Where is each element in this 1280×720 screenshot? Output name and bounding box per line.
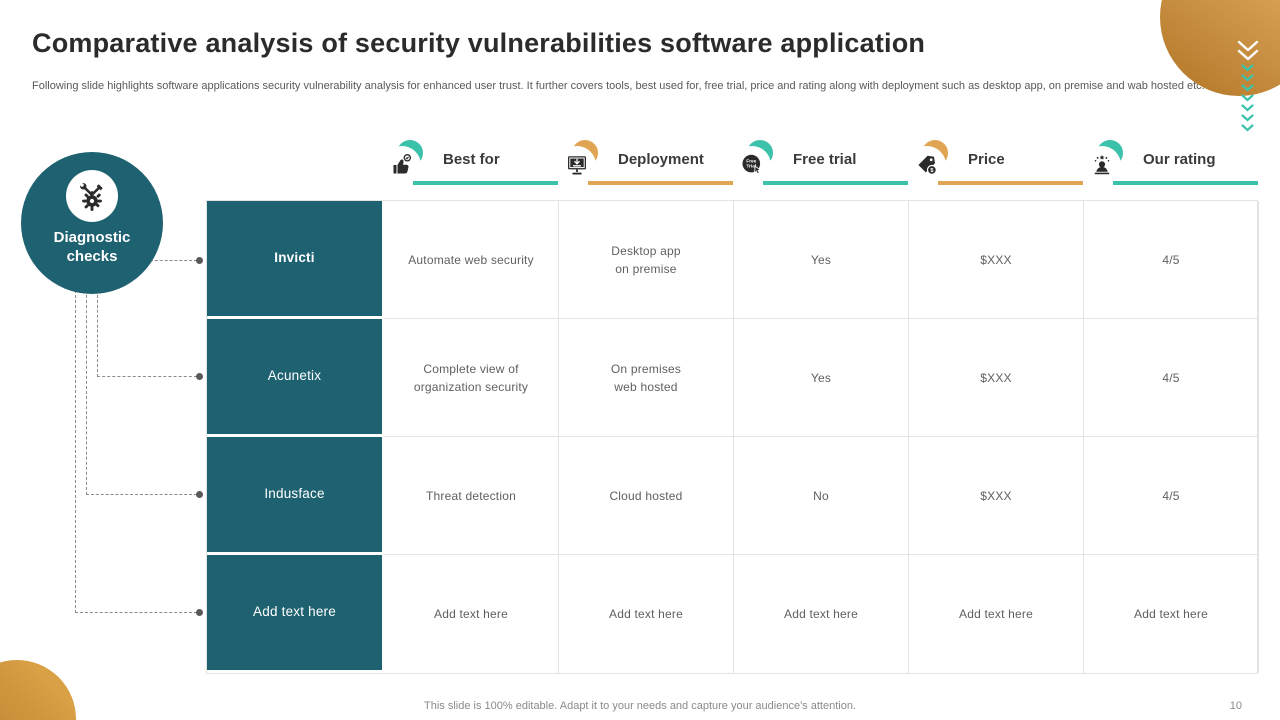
header-underline bbox=[588, 181, 733, 185]
table-cell: On premises web hosted bbox=[559, 319, 734, 437]
chevron-down-icon bbox=[1241, 94, 1254, 102]
person-stars-icon bbox=[1094, 155, 1110, 175]
column-header-label: Best for bbox=[443, 151, 500, 168]
chevron-down-icon bbox=[1241, 84, 1254, 92]
table-cell: 4/5 bbox=[1084, 201, 1259, 319]
page-title: Comparative analysis of security vulnera… bbox=[32, 28, 926, 58]
column-header-our-rating: Our rating bbox=[1083, 138, 1258, 200]
table-header-band: Best for Deployment bbox=[383, 138, 1260, 200]
comparison-table: Invicti Automate web security Desktop ap… bbox=[206, 200, 1259, 674]
header-underline bbox=[413, 181, 558, 185]
column-header-label: Price bbox=[968, 151, 1005, 168]
free-trial-stamp-icon: Free Trial bbox=[742, 154, 762, 175]
badge-label: Diagnostic checks bbox=[53, 229, 131, 265]
table-cell: Complete view of organization security bbox=[384, 319, 559, 437]
price-tag-dollar-icon: $ bbox=[918, 155, 937, 175]
badge-icon-circle bbox=[66, 170, 118, 222]
placeholder-cell[interactable]: Add text here bbox=[909, 555, 1084, 673]
header-icon-circle bbox=[558, 146, 596, 184]
table-cell: Yes bbox=[734, 201, 909, 319]
placeholder-cell[interactable]: Add text here bbox=[734, 555, 909, 673]
placeholder-cell[interactable]: Add text here bbox=[1084, 555, 1259, 673]
header-icon-circle: Free Trial bbox=[733, 146, 771, 184]
table-cell: No bbox=[734, 437, 909, 555]
table-cell: Yes bbox=[734, 319, 909, 437]
chevron-down-icon bbox=[1241, 64, 1254, 72]
gear-wrench-icon bbox=[80, 183, 103, 211]
chevron-down-column bbox=[1241, 64, 1254, 132]
connector-line bbox=[86, 290, 87, 495]
row-name-cell: Invicti bbox=[207, 201, 384, 319]
connector-dot bbox=[196, 609, 203, 616]
table-cell: $XXX bbox=[909, 201, 1084, 319]
svg-text:$: $ bbox=[930, 168, 934, 174]
column-header-price: $ Price bbox=[908, 138, 1083, 200]
editable-note: This slide is 100% editable. Adapt it to… bbox=[424, 700, 856, 712]
connector-dot bbox=[196, 257, 203, 264]
connector-line bbox=[86, 494, 197, 495]
column-header-label: Deployment bbox=[618, 151, 704, 168]
header-icon-circle bbox=[383, 146, 421, 184]
table-cell: Threat detection bbox=[384, 437, 559, 555]
header-underline bbox=[763, 181, 908, 185]
svg-text:Trial: Trial bbox=[746, 164, 756, 170]
connector-line bbox=[75, 290, 76, 613]
header-icon-circle bbox=[1083, 146, 1121, 184]
table-cell: $XXX bbox=[909, 319, 1084, 437]
column-header-deployment: Deployment bbox=[558, 138, 733, 200]
table-cell: $XXX bbox=[909, 437, 1084, 555]
table-cell: Desktop app on premise bbox=[559, 201, 734, 319]
connector-dot bbox=[196, 491, 203, 498]
chevron-down-icon bbox=[1241, 104, 1254, 112]
table-cell: Automate web security bbox=[384, 201, 559, 319]
diagnostic-checks-badge: Diagnostic checks bbox=[21, 152, 163, 294]
table-cell: Cloud hosted bbox=[559, 437, 734, 555]
svg-text:Free: Free bbox=[746, 159, 756, 165]
table-cell: 4/5 bbox=[1084, 319, 1259, 437]
row-name-cell: Indusface bbox=[207, 437, 384, 555]
column-header-free-trial: Free Trial Free trial bbox=[733, 138, 908, 200]
header-underline bbox=[1113, 181, 1258, 185]
connector-line bbox=[150, 260, 197, 261]
row-name-placeholder[interactable]: Add text here bbox=[207, 555, 384, 673]
connector-line bbox=[97, 290, 98, 377]
chevron-down-icon bbox=[1241, 114, 1254, 122]
thumbs-up-badge-icon bbox=[393, 154, 412, 174]
page-number: 10 bbox=[1229, 700, 1242, 712]
chevron-down-icon bbox=[1241, 74, 1254, 82]
page-subtitle: Following slide highlights software appl… bbox=[32, 80, 1205, 92]
placeholder-cell[interactable]: Add text here bbox=[384, 555, 559, 673]
placeholder-cell[interactable]: Add text here bbox=[559, 555, 734, 673]
column-header-label: Free trial bbox=[793, 151, 857, 168]
connector-dot bbox=[196, 373, 203, 380]
row-name-cell: Acunetix bbox=[207, 319, 384, 437]
header-icon-circle: $ bbox=[908, 146, 946, 184]
chevron-down-icon bbox=[1241, 124, 1254, 132]
double-chevron-down-icon bbox=[1237, 40, 1259, 61]
table-cell: 4/5 bbox=[1084, 437, 1259, 555]
connector-line bbox=[75, 612, 197, 613]
column-header-label: Our rating bbox=[1143, 151, 1216, 168]
monitor-deploy-icon bbox=[568, 156, 586, 175]
column-header-best-for: Best for bbox=[383, 138, 558, 200]
connector-line bbox=[97, 376, 197, 377]
header-underline bbox=[938, 181, 1083, 185]
